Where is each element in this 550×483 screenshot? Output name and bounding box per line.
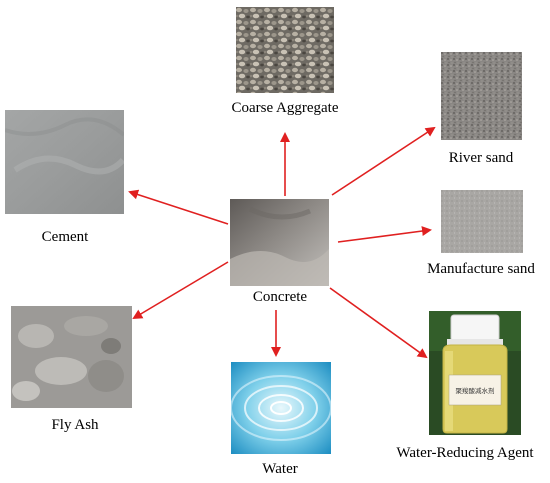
arrow-to-manufacture-sand [337, 226, 432, 243]
water-label: Water [262, 461, 298, 477]
water-photo [231, 362, 331, 454]
manufacture-sand-photo [441, 190, 523, 253]
coarse-aggregate-label: Coarse Aggregate [231, 100, 339, 116]
river-sand-label: River sand [448, 150, 514, 166]
concrete-photo [230, 199, 329, 286]
fly-ash-photo [11, 306, 132, 408]
water-reducing-agent-photo: 聚羧酸减水剂 [429, 311, 521, 435]
concrete-label: Concrete [252, 289, 308, 305]
cement-photo [5, 110, 124, 214]
arrow-to-cement [128, 189, 229, 225]
cement-label: Cement [41, 229, 89, 245]
fly-ash-label: Fly Ash [51, 417, 99, 433]
arrow-to-fly-ash [132, 261, 229, 320]
river-sand-photo [441, 52, 522, 140]
arrow-to-river-sand [331, 126, 436, 196]
coarse-aggregate-photo [236, 7, 334, 93]
bottle-label-text: 聚羧酸减水剂 [455, 387, 495, 395]
manufacture-sand-label: Manufacture sand [427, 261, 535, 277]
water-reducing-agent-label: Water-Reducing Agent [396, 445, 534, 461]
arrow-to-water-reducing-agent [329, 287, 428, 359]
